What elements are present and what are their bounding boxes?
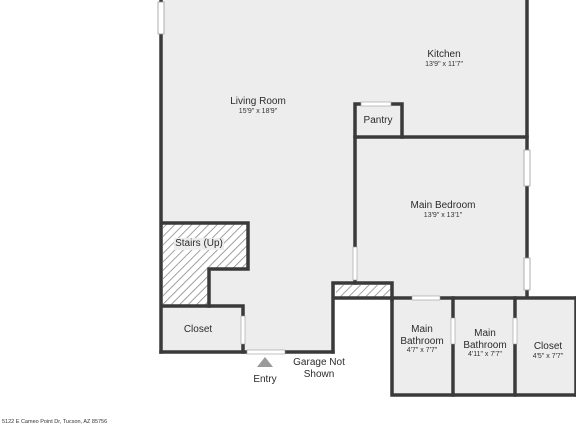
door-bedroom bbox=[352, 246, 358, 281]
main-floor-area bbox=[161, 0, 527, 352]
living-room-label: Living Room 15'9" x 18'9" bbox=[230, 96, 286, 116]
door-closet-left bbox=[240, 315, 246, 345]
room-name: Closet bbox=[533, 341, 563, 352]
pantry-label: Pantry bbox=[364, 115, 393, 127]
bath1-floor bbox=[393, 300, 452, 393]
door-pantry bbox=[360, 101, 392, 107]
entry-label: Entry bbox=[253, 374, 277, 385]
room-name: Pantry bbox=[363, 115, 393, 126]
bedroom-floor bbox=[357, 138, 525, 297]
stairs-label: Stairs (Up) bbox=[174, 238, 224, 250]
bath2-label: Main Bathroom 4'11" x 7'7" bbox=[463, 328, 506, 359]
room-dimensions: 13'9" x 13'1" bbox=[423, 211, 463, 219]
garage-line-2: Shown bbox=[303, 368, 335, 380]
main-bedroom-label: Main Bedroom 13'9" x 13'1" bbox=[410, 200, 475, 220]
room-name: Closet bbox=[183, 324, 213, 335]
kitchen-label: Kitchen 13'9" x 11'7" bbox=[425, 49, 463, 69]
bath1-label: Main Bathroom 4'7" x 7'7" bbox=[400, 324, 443, 355]
room-name: Main bbox=[474, 328, 496, 339]
room-name: Main bbox=[411, 324, 433, 335]
door-openings bbox=[240, 101, 518, 355]
closet-left-label: Closet bbox=[184, 324, 212, 336]
door-bath2 bbox=[450, 317, 456, 345]
window-living-left bbox=[157, 1, 165, 35]
garage-line-1: Garage Not bbox=[293, 357, 345, 368]
walls bbox=[159, 0, 576, 397]
bedroom-closet-hatch bbox=[336, 285, 392, 298]
room-dimensions: 13'9" x 11'7" bbox=[425, 60, 463, 68]
room-dimensions: 4'7" x 7'7" bbox=[406, 347, 438, 354]
closet-right-label: Closet 4'5" x 7'7" bbox=[533, 341, 564, 361]
door-entry bbox=[246, 349, 286, 355]
window-bedroom-top bbox=[523, 149, 531, 187]
closet-right-floor bbox=[517, 300, 575, 393]
door-bath1 bbox=[411, 295, 441, 301]
windows bbox=[157, 1, 531, 291]
door-closet-right bbox=[512, 317, 518, 345]
window-bedroom-bottom bbox=[523, 257, 531, 291]
room-dimensions: 4'11" x 7'7" bbox=[468, 351, 502, 358]
room-name: Main Bedroom bbox=[410, 200, 476, 211]
room-dimensions: 15'9" x 18'9" bbox=[238, 107, 278, 115]
room-name-2: Bathroom bbox=[463, 339, 507, 351]
address-text: 5122 E Cameo Point Dr, Tucson, AZ 85756 bbox=[2, 419, 108, 425]
room-dimensions: 4'5" x 7'7" bbox=[532, 352, 564, 360]
room-name-2: Bathroom bbox=[400, 335, 444, 347]
garage-label: Garage Not Shown bbox=[293, 357, 345, 380]
room-name: Stairs (Up) bbox=[175, 238, 223, 249]
entry-arrow-icon bbox=[257, 357, 273, 367]
bath2-floor bbox=[455, 300, 514, 393]
room-name: Kitchen bbox=[427, 49, 461, 60]
floor-fills bbox=[161, 0, 575, 393]
room-name: Living Room bbox=[230, 96, 286, 107]
